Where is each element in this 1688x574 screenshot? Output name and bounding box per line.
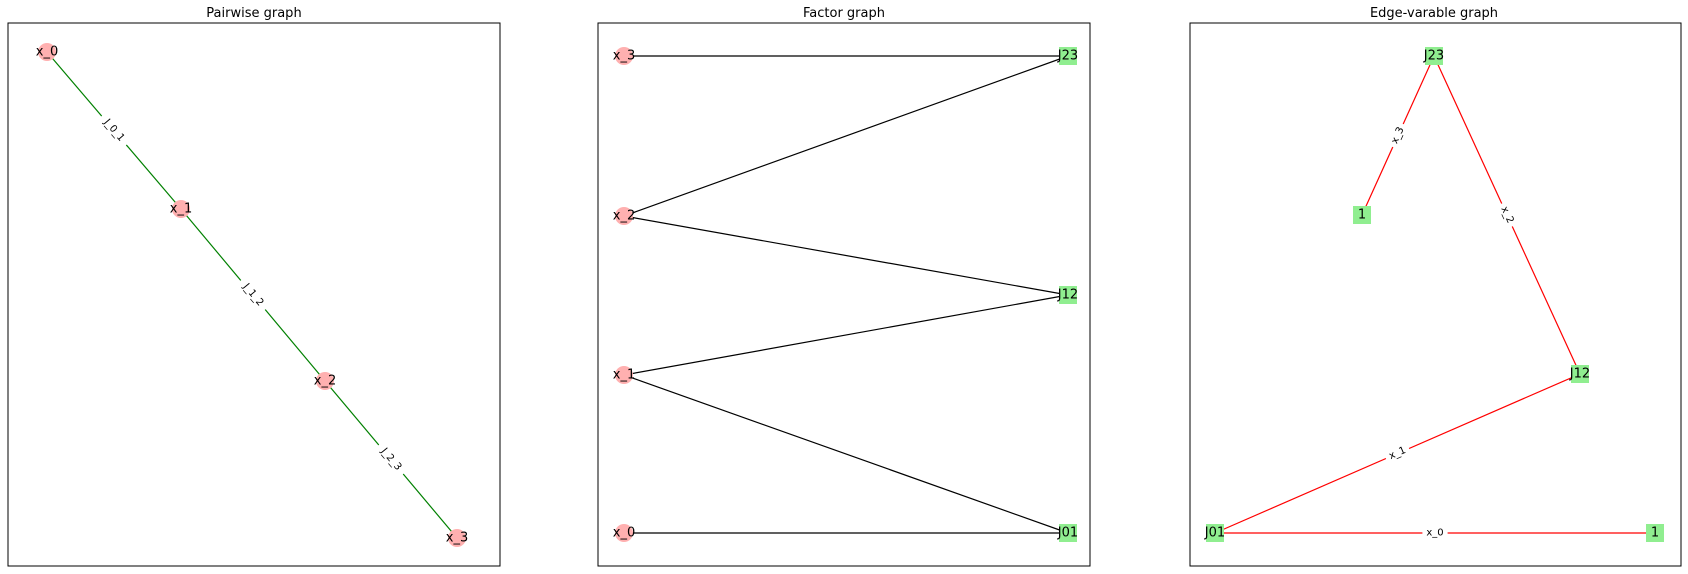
edge-label-background bbox=[373, 440, 409, 479]
node-J12: J12 bbox=[1057, 286, 1078, 304]
node-J23: J23 bbox=[1057, 47, 1078, 65]
factor-node-marker bbox=[1059, 47, 1077, 65]
node-label: 1 bbox=[1358, 208, 1366, 223]
node-label: x_0 bbox=[36, 45, 58, 60]
panel-pairwise: Pairwise graphJ_0_1J_1_2J_2_3x_0x_1x_2x_… bbox=[7, 6, 501, 567]
node-J12: J12 bbox=[1569, 365, 1590, 383]
node-label: x_2 bbox=[314, 374, 336, 389]
panel-title: Pairwise graph bbox=[206, 6, 301, 21]
variable-node-marker bbox=[615, 524, 633, 542]
factor-node-marker bbox=[1425, 47, 1443, 65]
node-label: x_3 bbox=[446, 531, 468, 546]
node-label: x_3 bbox=[613, 49, 635, 64]
edge-label: x_0 bbox=[1426, 528, 1443, 539]
variable-node-marker bbox=[615, 47, 633, 65]
node-x1: x_1 bbox=[613, 366, 635, 384]
variable-node-marker bbox=[615, 366, 633, 384]
panel-title: Factor graph bbox=[803, 6, 885, 21]
variable-node-marker bbox=[316, 372, 334, 390]
node-label: J23 bbox=[1057, 49, 1078, 64]
node-label: x_1 bbox=[170, 202, 192, 217]
edge-label-background bbox=[1422, 526, 1448, 540]
edge-x2-J23 bbox=[623, 55, 1069, 217]
edge-label-group: x_1 bbox=[1383, 442, 1412, 465]
edge-label-background bbox=[1386, 121, 1410, 150]
node-label: x_0 bbox=[613, 526, 635, 541]
node-J23: J23 bbox=[1423, 47, 1444, 65]
panel-title: Edge-varable graph bbox=[1370, 6, 1498, 21]
panel-frame bbox=[1189, 22, 1682, 567]
variable-node-marker bbox=[172, 200, 190, 218]
edge-label-background bbox=[235, 275, 271, 315]
node-label: x_2 bbox=[613, 209, 635, 224]
node-x3: x_3 bbox=[613, 47, 635, 65]
factor-node-marker bbox=[1206, 524, 1224, 542]
edge-label-group: x_3 bbox=[1386, 121, 1410, 150]
node-label: J23 bbox=[1423, 49, 1444, 64]
panel-edge-variable: Edge-varable graphx_3x_2x_1x_0J231J12J01… bbox=[1189, 6, 1682, 567]
node-J01: J01 bbox=[1057, 524, 1078, 542]
variable-node-marker bbox=[38, 43, 56, 61]
edge-label-group: x_2 bbox=[1495, 200, 1519, 230]
node-label: J12 bbox=[1057, 288, 1078, 303]
node-x2: x_2 bbox=[314, 372, 336, 390]
node-x1: x_1 bbox=[170, 200, 192, 218]
factor-node-marker bbox=[1646, 524, 1664, 542]
node-label: x_1 bbox=[613, 368, 635, 383]
edge-x1-J12 bbox=[623, 294, 1069, 376]
factor-node-marker bbox=[1059, 524, 1077, 542]
edge-x2-J12 bbox=[623, 215, 1069, 296]
variable-node-marker bbox=[615, 207, 633, 225]
node-x0: x_0 bbox=[613, 524, 635, 542]
node-one_top: 1 bbox=[1353, 206, 1371, 224]
edge-label-background bbox=[96, 111, 132, 150]
node-one_bottom: 1 bbox=[1646, 524, 1664, 542]
panel-frame bbox=[597, 22, 1091, 567]
edge-label-background bbox=[1383, 442, 1412, 465]
factor-node-marker bbox=[1353, 206, 1371, 224]
edge-label-background bbox=[1495, 200, 1519, 230]
node-label: J01 bbox=[1057, 526, 1078, 541]
node-x0: x_0 bbox=[36, 43, 58, 61]
edge-label-group: J_2_3 bbox=[373, 440, 409, 479]
node-label: J12 bbox=[1569, 367, 1590, 382]
node-x3: x_3 bbox=[446, 529, 468, 547]
node-J01: J01 bbox=[1204, 524, 1225, 542]
factor-node-marker bbox=[1059, 286, 1077, 304]
variable-node-marker bbox=[448, 529, 466, 547]
node-x2: x_2 bbox=[613, 207, 635, 225]
node-label: J01 bbox=[1204, 526, 1225, 541]
factor-node-marker bbox=[1571, 365, 1589, 383]
node-label: 1 bbox=[1651, 526, 1659, 541]
edge-x1-J01 bbox=[623, 374, 1069, 534]
edge-label-group: x_0 bbox=[1422, 526, 1448, 540]
